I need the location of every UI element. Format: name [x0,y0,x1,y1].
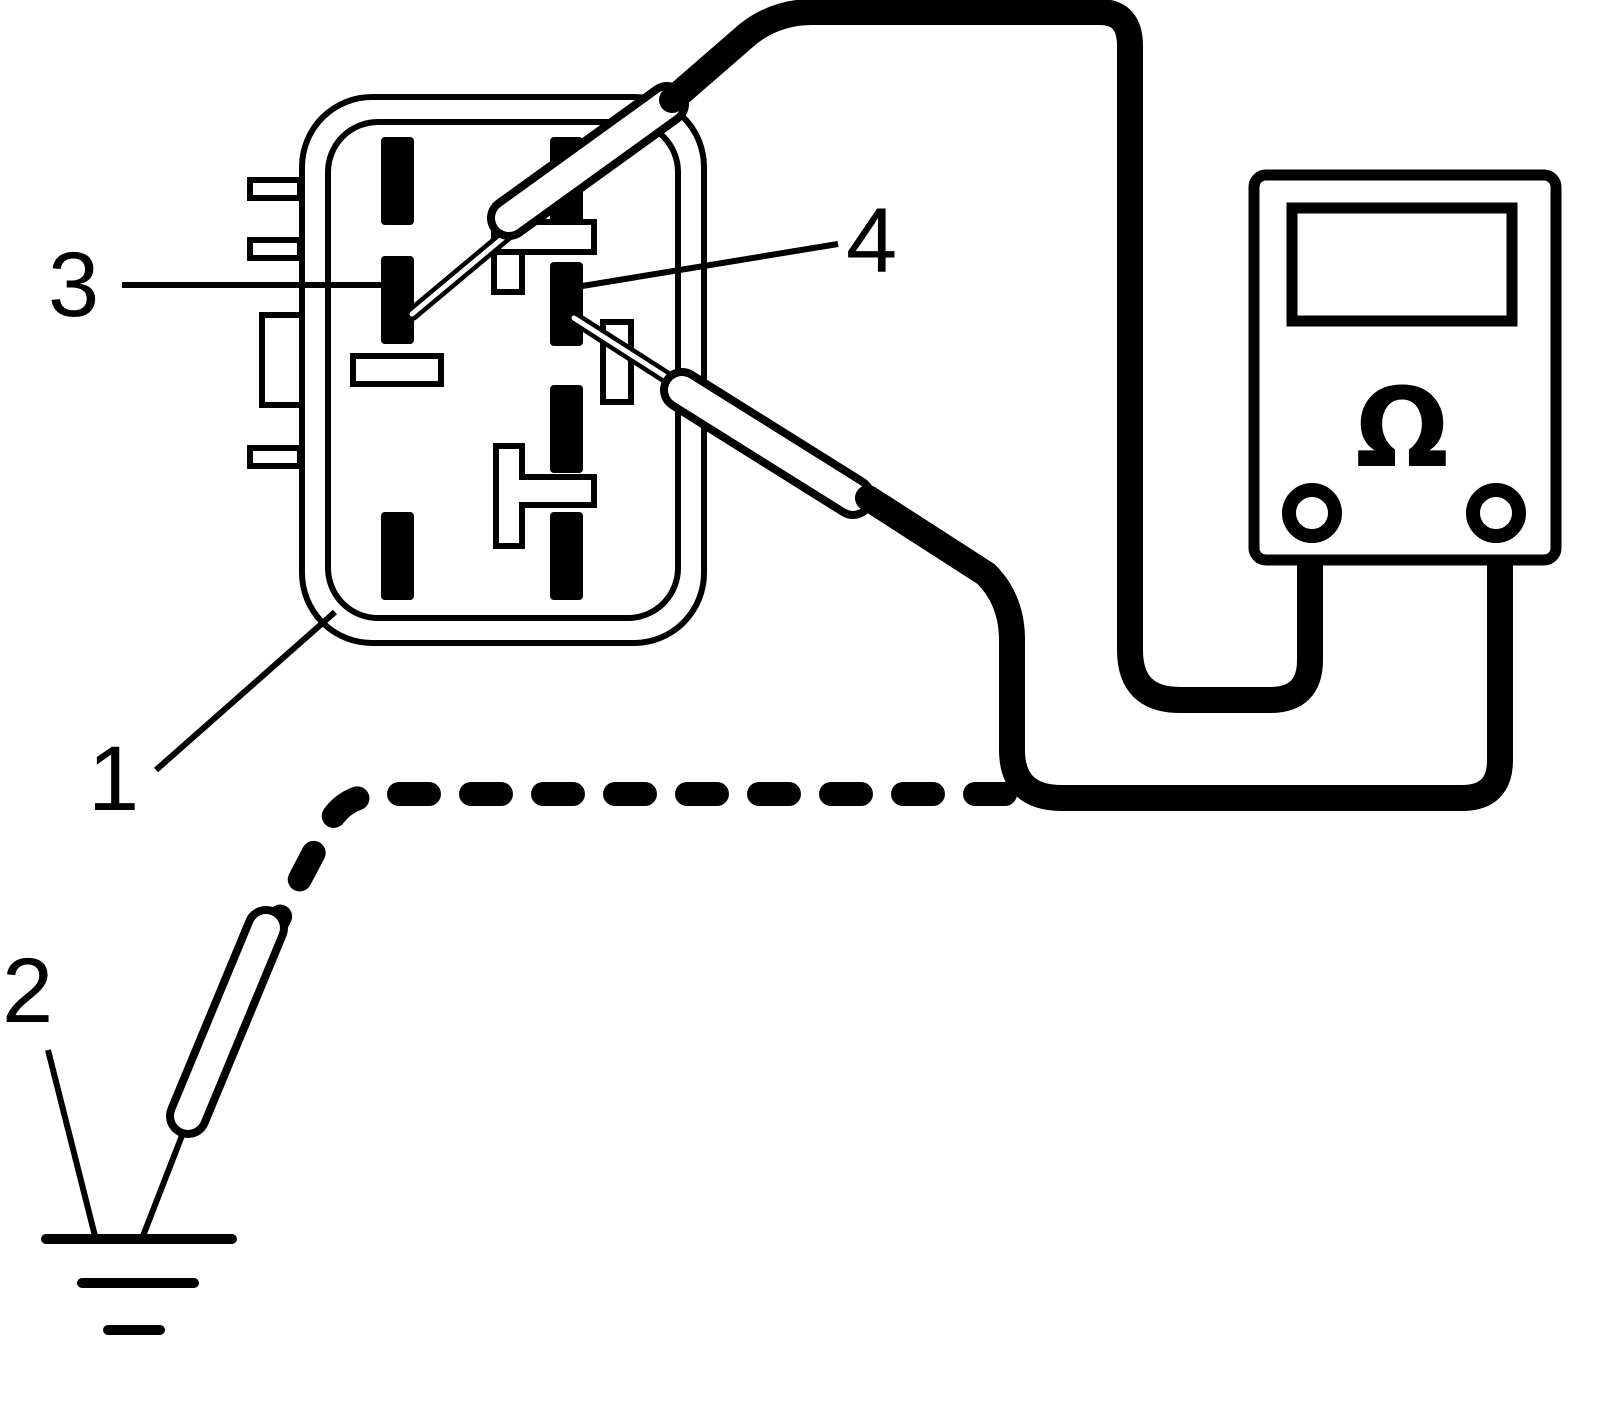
test-lead-lower [855,485,1513,811]
key-slot [350,353,444,387]
ohm-symbol: Ω [1355,364,1449,492]
terminal-slot-4 [550,262,583,346]
test-lead-upper [659,0,1323,713]
probe-terminal-3 [405,82,689,321]
terminal-slot [550,385,583,473]
leader-2 [45,1049,98,1237]
meter-display [1286,202,1518,327]
terminal-slot [381,512,414,600]
ohmmeter: Ω [1248,169,1562,566]
callout-2: 2 [2,940,53,1042]
meter-jack-left [1282,483,1342,543]
connector-terminals [350,137,634,600]
probe-body [668,376,867,511]
probe-body [495,90,681,232]
probe-terminal-4 [567,311,875,519]
ground-probe [140,906,288,1238]
leader-lines [45,241,839,1237]
probe-tip [409,229,513,317]
probe-body [174,914,280,1130]
probe-tip [571,315,680,387]
callout-4: 4 [846,190,897,292]
probe-tip [140,1131,186,1238]
terminal-slot [550,512,583,600]
leader-1 [154,609,337,773]
meter-jack-right [1466,483,1526,543]
relay-connector [247,94,707,646]
callout-1: 1 [88,728,139,830]
connector-latch [247,237,303,261]
callout-3: 3 [48,234,99,336]
terminal-slot [381,137,414,225]
terminal-slot-3 [381,256,414,344]
t-key-slot [493,443,597,549]
connector-latch [259,312,305,408]
ground-icon [41,1234,237,1335]
connector-latch [247,445,303,469]
leader-4 [569,241,839,291]
ground-lead-dashed [260,782,1017,944]
connector-latch [247,177,303,201]
